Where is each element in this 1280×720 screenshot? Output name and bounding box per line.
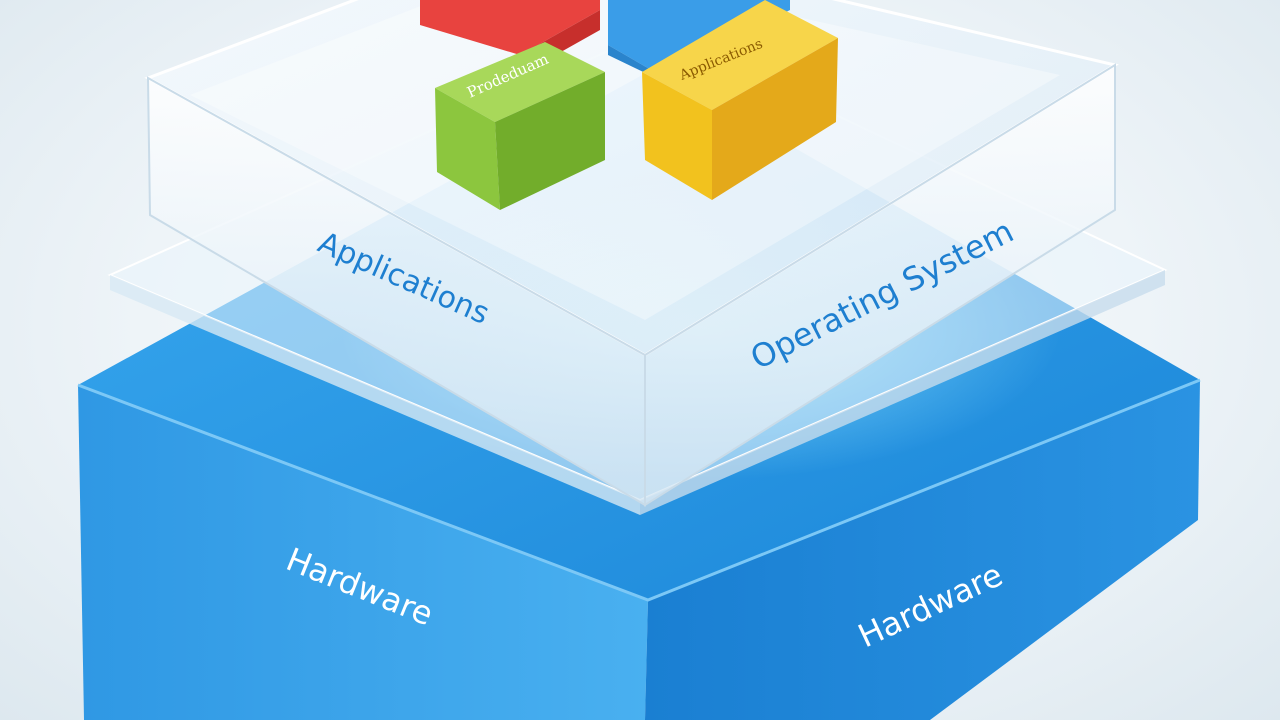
cube-green: Prodeduam [435, 42, 605, 210]
glass-inner-shine [190, 0, 1060, 320]
hardware-left-face [78, 385, 648, 720]
glass-right-face [644, 63, 1116, 507]
hardware-edge [77, 378, 1201, 602]
cube-yellow: Applications [642, 0, 838, 200]
middle-glass-edge-right [640, 270, 1165, 515]
application-os-layer [144, 0, 1119, 507]
middle-glass-edge [110, 275, 640, 515]
hardware-right-face [645, 380, 1200, 720]
